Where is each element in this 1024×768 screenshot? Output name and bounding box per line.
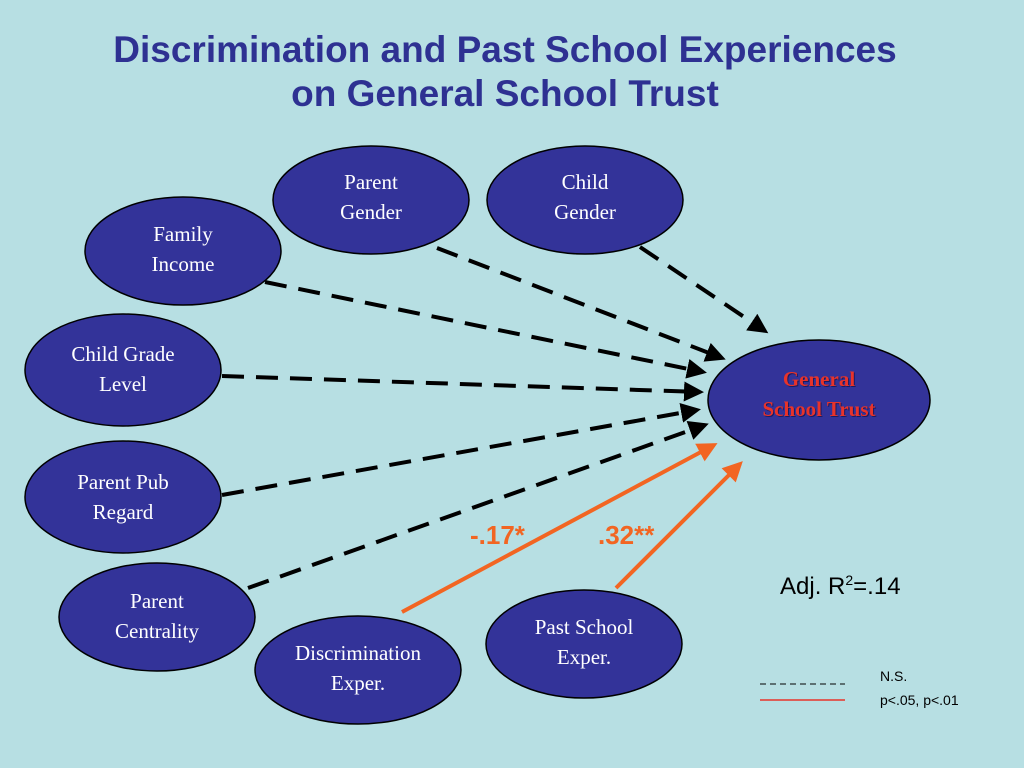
coefficient-past-school: .32** <box>598 520 655 550</box>
path-parent-gender <box>436 246 726 362</box>
path-discrimination-exper <box>401 443 718 614</box>
path-family-income <box>264 280 707 379</box>
node-child-gender <box>486 145 684 255</box>
legend-solid-label: p<.05, p<.01 <box>880 692 959 708</box>
path-parent-pub-regard <box>221 402 701 497</box>
coefficient-discrimination: -.17* <box>470 520 525 550</box>
node-parent-gender <box>272 145 470 255</box>
label-discrimination-exper: Discrimination Exper. <box>295 641 421 695</box>
node-parent-pub-regard <box>24 440 222 554</box>
page-title: Discrimination and Past School Experienc… <box>0 28 1010 116</box>
legend-dashed-label: N.S. <box>880 668 908 684</box>
adj-r-prefix: Adj. R <box>780 573 846 600</box>
node-past-school-exper <box>485 589 683 699</box>
node-child-grade-level <box>24 313 222 427</box>
label-child-gender: Child Gender <box>554 170 616 224</box>
label-general-school-trust: General School Trust <box>762 367 876 421</box>
path-past-school-exper <box>614 461 743 590</box>
label-parent-gender: Parent Gender <box>340 170 402 224</box>
label-past-school-exper: Past School Exper. <box>534 615 634 669</box>
adjusted-r-squared: Adj. R2=.14 <box>780 572 901 601</box>
label-parent-centrality: Parent Centrality <box>115 589 199 643</box>
node-parent-centrality <box>58 562 256 672</box>
path-child-gender <box>638 245 769 334</box>
label-family-income: Family Income <box>151 222 215 276</box>
adj-r-exponent: 2 <box>845 572 854 588</box>
title-line-1: Discrimination and Past School Experienc… <box>113 29 897 70</box>
adj-r-value: =.14 <box>853 573 901 600</box>
title-line-2: on General School Trust <box>291 73 719 114</box>
label-child-grade-level: Child Grade Level <box>71 342 175 396</box>
node-general-school-trust <box>707 339 931 461</box>
label-parent-pub-regard: Parent Pub Regard <box>77 470 169 524</box>
path-parent-centrality <box>247 420 709 590</box>
node-discrimination-exper <box>254 615 462 725</box>
path-child-grade-level <box>221 374 704 402</box>
node-family-income <box>84 196 282 306</box>
